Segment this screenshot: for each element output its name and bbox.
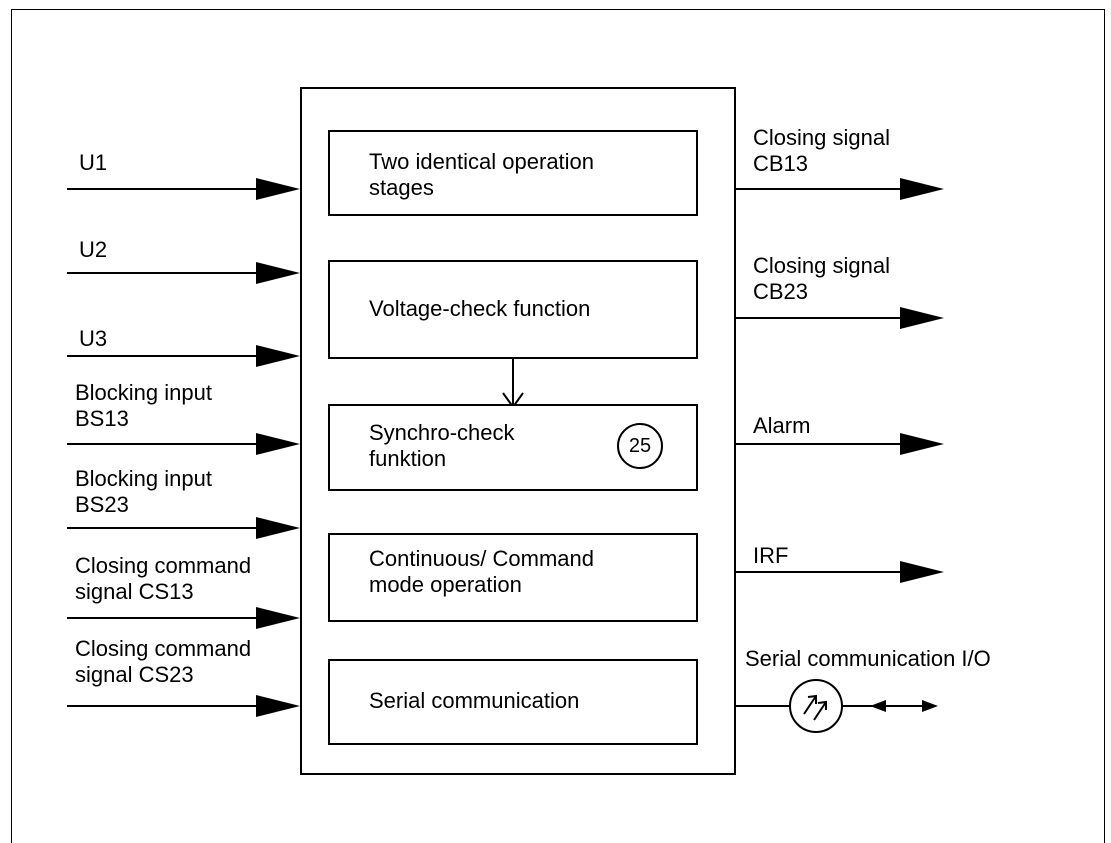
input-cs13-arrowhead <box>256 607 300 629</box>
input-label-u1: U1 <box>79 150 108 175</box>
serial-communication-box: Serial communication <box>328 659 698 745</box>
input-u2-arrowhead <box>256 262 300 284</box>
input-label-cs23-line1: Closing command <box>75 636 252 661</box>
input-label-bs13-line1: Blocking input <box>75 380 212 405</box>
input-u1-arrowhead <box>256 178 300 200</box>
input-label-u2: U2 <box>79 237 108 262</box>
voltage-check-box: Voltage-check function <box>328 260 698 359</box>
command-mode-line2: mode operation <box>369 572 522 597</box>
input-label-cs13-line1: Closing command <box>75 553 252 578</box>
serial-communication-label: Serial communication <box>369 688 580 713</box>
ansi-code-badge: 25 <box>617 423 663 469</box>
output-cb13-arrowhead <box>900 178 944 200</box>
serial-io-right-arrowhead <box>922 700 938 712</box>
relay-function-block <box>300 87 736 775</box>
input-cs23-arrowhead <box>256 695 300 717</box>
operation-stages-box: Two identical operation stages <box>328 130 698 216</box>
operation-stages-line1: Two identical operation <box>369 149 595 174</box>
output-label-cb13-line2: CB13 <box>753 151 809 176</box>
command-mode-line1: Continuous/ Command <box>369 546 595 571</box>
input-label-cs13-line2: signal CS13 <box>75 579 194 604</box>
output-alarm-arrowhead <box>900 433 944 455</box>
output-label-cb23-line2: CB23 <box>753 279 809 304</box>
command-mode-box: Continuous/ Command mode operation <box>328 533 698 622</box>
input-label-u3: U3 <box>79 326 108 351</box>
output-irf-arrowhead <box>900 561 944 583</box>
input-label-bs13: Blocking input BS13 <box>75 380 212 432</box>
input-label-cs13: Closing command signal CS13 <box>75 553 251 605</box>
output-label-cb13-line1: Closing signal <box>753 125 890 150</box>
output-label-cb23: Closing signal CB23 <box>753 253 890 305</box>
output-cb23-arrowhead <box>900 307 944 329</box>
operation-stages-line2: stages <box>369 175 434 200</box>
output-label-cb23-line1: Closing signal <box>753 253 890 278</box>
input-bs13-arrowhead <box>256 433 300 455</box>
input-label-cs23-line2: signal CS23 <box>75 662 194 687</box>
input-label-bs23-line2: BS23 <box>75 492 129 517</box>
output-label-alarm: Alarm <box>753 413 811 438</box>
serial-io-left-arrowhead <box>870 700 886 712</box>
fibre-optic-port-icon <box>789 679 843 733</box>
synchro-check-box: Synchro-check funktion 25 <box>328 404 698 491</box>
output-label-cb13: Closing signal CB13 <box>753 125 890 177</box>
synchro-check-line1: Synchro-check <box>369 420 515 445</box>
synchro-check-line2: funktion <box>369 446 447 471</box>
output-label-serial-io: Serial communication I/O <box>745 646 991 671</box>
input-label-bs23-line1: Blocking input <box>75 466 212 491</box>
input-label-bs23: Blocking input BS23 <box>75 466 212 518</box>
input-label-bs13-line2: BS13 <box>75 406 129 431</box>
input-label-cs23: Closing command signal CS23 <box>75 636 251 688</box>
diagram-frame <box>11 9 1105 843</box>
input-bs23-arrowhead <box>256 517 300 539</box>
output-label-irf: IRF <box>753 543 789 568</box>
input-u3-arrowhead <box>256 345 300 367</box>
voltage-check-label: Voltage-check function <box>369 296 591 321</box>
